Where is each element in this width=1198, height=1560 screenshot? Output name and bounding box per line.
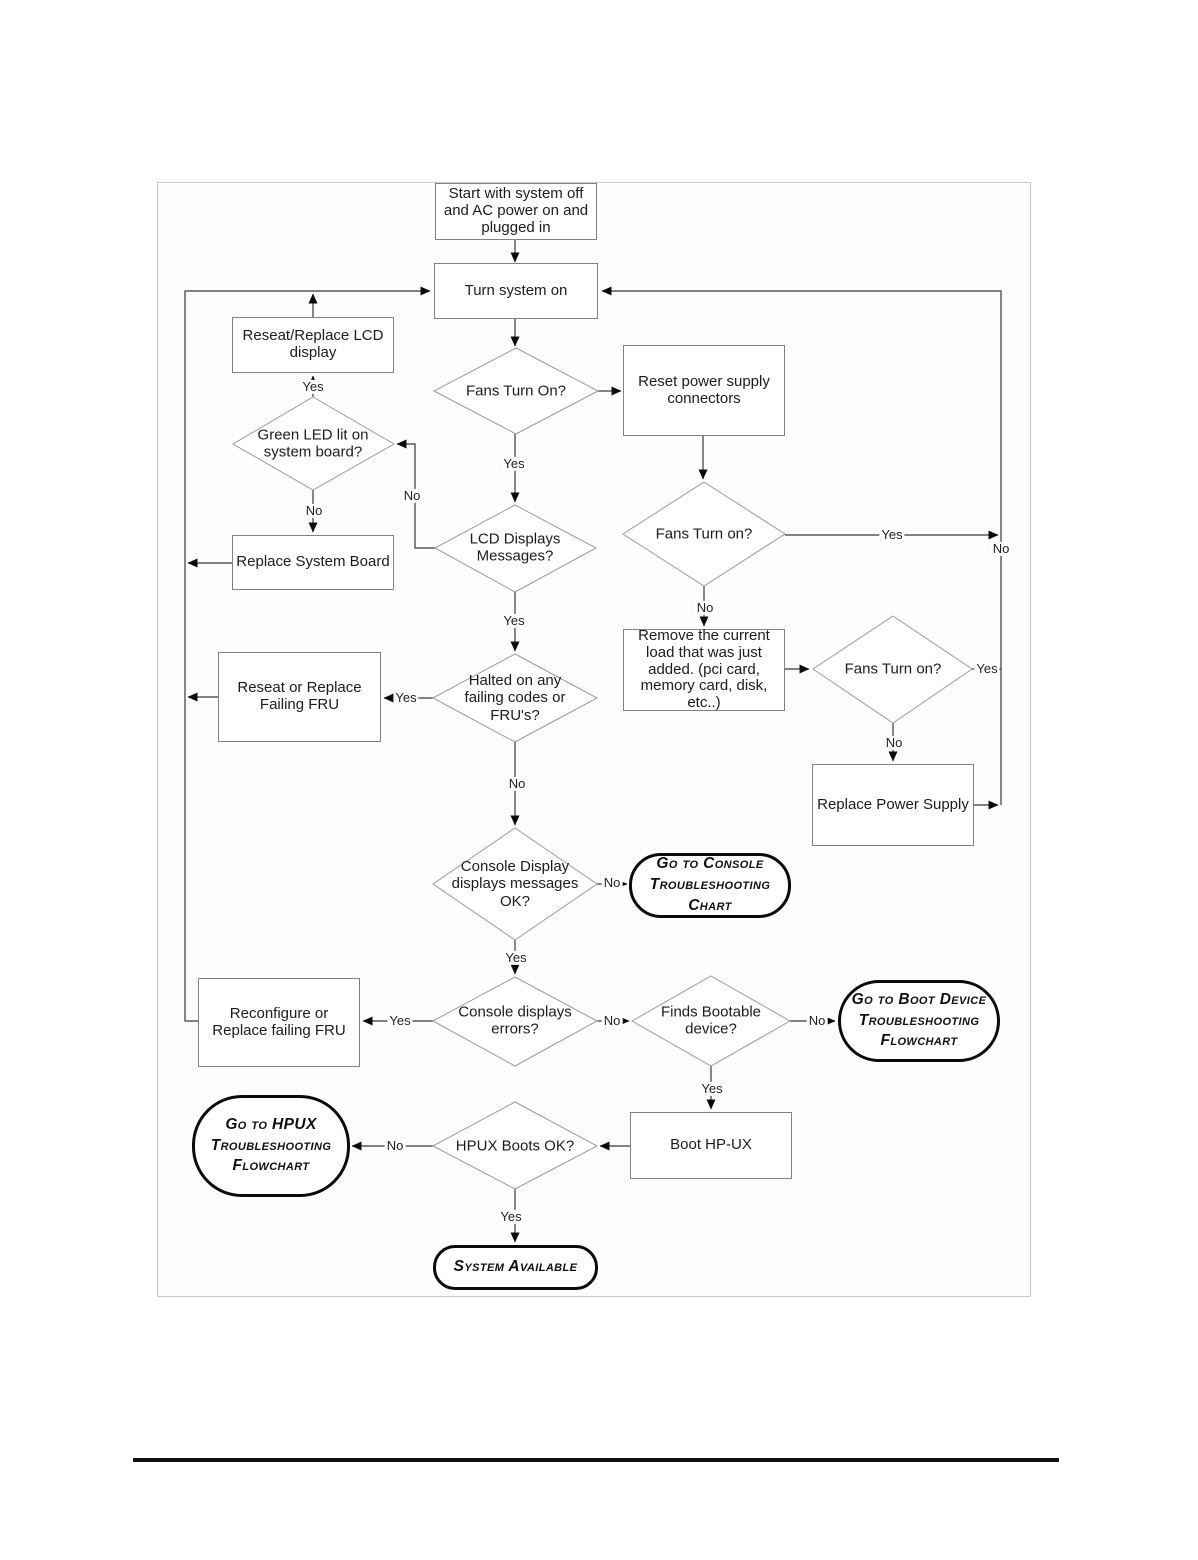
decision-fans3-label: Fans Turn on?	[844, 660, 942, 678]
label-fans2-no: No	[694, 599, 716, 616]
label-hpux-boots-yes: Yes	[498, 1208, 524, 1225]
label-fans3-yes: Yes	[974, 660, 1000, 677]
node-reseat-lcd: Reseat/Replace LCD display	[232, 317, 394, 373]
node-replace-system-board: Replace System Board	[232, 535, 394, 590]
decision-green-led-label: Green LED lit on system board?	[257, 426, 369, 461]
node-reseat-fru: Reseat or Replace Failing FRU	[218, 652, 381, 742]
node-goto-console-chart: Go to Console Troubleshooting Chart	[629, 853, 791, 918]
decision-fans1-label: Fans Turn On?	[465, 382, 567, 400]
label-finds-bootable-yes: Yes	[699, 1080, 725, 1097]
label-console-errors-yes: Yes	[387, 1012, 413, 1029]
node-goto-boot-device-flowchart: Go to Boot Device Troubleshooting Flowch…	[838, 980, 1000, 1062]
node-boot-hpux: Boot HP-UX	[630, 1112, 792, 1179]
node-goto-console-chart-label: Go to Console Troubleshooting Chart	[649, 855, 771, 914]
decision-finds-bootable-label: Finds Bootable device?	[660, 1003, 762, 1038]
node-goto-boot-device-flowchart-label: Go to Boot Device Troubleshooting Flowch…	[851, 990, 987, 1050]
label-green-led-no: No	[303, 502, 325, 519]
label-halted-yes: Yes	[393, 689, 419, 706]
node-turn-system-on-label: Turn system on	[464, 281, 568, 299]
node-remove-load-label: Remove the current load that was just ad…	[638, 626, 770, 712]
node-replace-power-supply-label: Replace Power Supply	[817, 795, 969, 813]
label-hpux-boots-no: No	[384, 1137, 406, 1154]
label-console-display-no: No	[601, 874, 623, 891]
node-goto-hpux-flowchart-label: Go to HPUX Troubleshooting Flowchart	[210, 1115, 332, 1175]
node-reseat-fru-label: Reseat or Replace Failing FRU	[237, 679, 362, 713]
node-start: Start with system off and AC power on an…	[435, 183, 597, 240]
footer-rule	[133, 1458, 1059, 1462]
label-fans1-yes: Yes	[501, 455, 527, 472]
node-reset-power-supply-label: Reset power supply connectors	[638, 372, 770, 407]
decision-console-errors-label: Console displays errors?	[458, 1003, 572, 1038]
decision-halted-label: Halted on any failing codes or FRU's?	[464, 671, 566, 724]
node-system-available: System Available	[433, 1245, 598, 1290]
label-halted-no: No	[506, 775, 528, 792]
decision-lcd-msgs-label: LCD Displays Messages?	[469, 530, 561, 565]
node-remove-load: Remove the current load that was just ad…	[623, 626, 785, 712]
node-system-available-label: System Available	[453, 1258, 578, 1276]
label-console-errors-no: No	[601, 1012, 623, 1029]
node-reset-power-supply: Reset power supply connectors	[623, 345, 785, 436]
node-replace-system-board-label: Replace System Board	[236, 553, 390, 571]
label-fans2-yes: Yes	[879, 526, 905, 543]
node-goto-hpux-flowchart: Go to HPUX Troubleshooting Flowchart	[192, 1095, 350, 1197]
label-lcd-msgs-no: No	[401, 487, 423, 504]
node-reconfigure-fru-label: Reconfigure or Replace failing FRU	[212, 1004, 346, 1039]
decision-console-display-label: Console Display displays messages OK?	[451, 857, 579, 910]
label-lcd-msgs-yes: Yes	[501, 612, 527, 629]
label-right-rail-no: No	[990, 540, 1012, 557]
node-reseat-lcd-label: Reseat/Replace LCD display	[242, 327, 384, 361]
node-start-label: Start with system off and AC power on an…	[443, 185, 589, 236]
node-reconfigure-fru: Reconfigure or Replace failing FRU	[198, 978, 360, 1067]
label-console-display-yes: Yes	[503, 949, 529, 966]
label-fans3-no: No	[883, 734, 905, 751]
decision-fans2-label: Fans Turn on?	[655, 525, 753, 543]
node-boot-hpux-label: Boot HP-UX	[670, 1136, 752, 1154]
label-finds-bootable-no: No	[806, 1012, 828, 1029]
decision-hpux-boots-label: HPUX Boots OK?	[455, 1137, 575, 1155]
node-replace-power-supply: Replace Power Supply	[812, 764, 974, 846]
label-green-led-yes: Yes	[300, 378, 326, 395]
node-turn-system-on: Turn system on	[434, 263, 598, 319]
